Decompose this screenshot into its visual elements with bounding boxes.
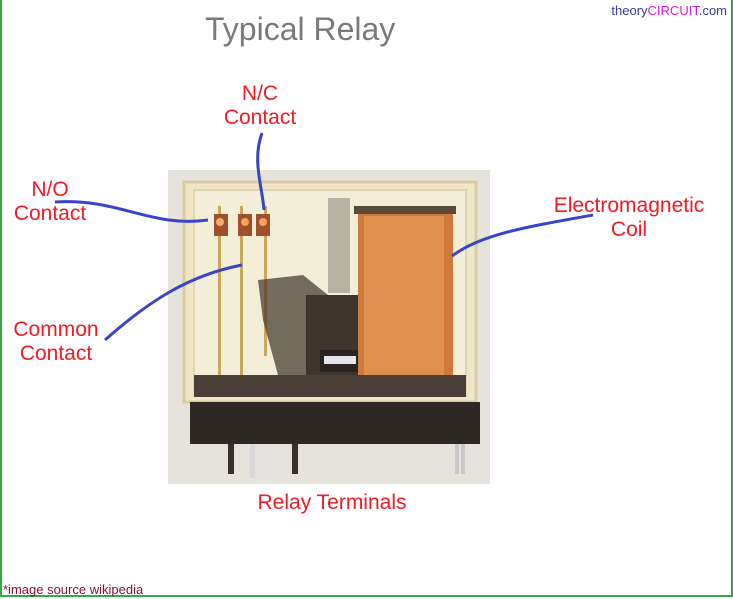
no-label-line2: Contact bbox=[13, 202, 87, 225]
yoke-slot-window bbox=[324, 356, 356, 364]
no-contact-label: N/O Contact bbox=[6, 178, 94, 226]
brand-prefix: theory bbox=[611, 3, 648, 18]
brand-watermark: theoryCIRCUIT.com bbox=[611, 3, 727, 18]
relay-terminals-label: Relay Terminals bbox=[257, 491, 407, 514]
no-contact-glow bbox=[216, 218, 224, 226]
terminal-pin-2 bbox=[250, 444, 255, 478]
relay-photo bbox=[168, 170, 490, 484]
diagram-title: Typical Relay bbox=[205, 11, 396, 47]
relay-base bbox=[190, 402, 480, 444]
nc-label-line1: N/C bbox=[241, 82, 279, 105]
coil-label: Electromagnetic Coil bbox=[540, 194, 718, 242]
terminal-pin-5 bbox=[461, 444, 465, 474]
common-contact-label: Common Contact bbox=[10, 318, 102, 366]
relay-inner-base bbox=[194, 375, 466, 397]
common-label-line1: Common bbox=[13, 318, 99, 341]
coil-label-line2: Coil bbox=[610, 218, 648, 241]
coil-top-flange bbox=[354, 206, 456, 214]
image-source-note: *image source wikipedia bbox=[3, 582, 144, 597]
no-label-line1: N/O bbox=[31, 178, 69, 201]
common-label-line2: Contact bbox=[19, 342, 93, 365]
coil-winding bbox=[364, 216, 444, 378]
brand-middle: CIRCUIT bbox=[647, 3, 699, 18]
coil-label-line1: Electromagnetic bbox=[553, 194, 705, 217]
terminal-pin-1 bbox=[228, 444, 234, 474]
brand-suffix: .com bbox=[698, 3, 727, 18]
common-contact-glow bbox=[241, 218, 249, 226]
nc-contact-label: N/C Contact bbox=[216, 82, 304, 130]
terminal-pin-3 bbox=[292, 444, 298, 474]
nc-contact-glow bbox=[259, 218, 267, 226]
nc-label-line2: Contact bbox=[223, 106, 297, 129]
terminal-pin-4 bbox=[455, 444, 459, 474]
armature-bracket bbox=[328, 198, 350, 293]
